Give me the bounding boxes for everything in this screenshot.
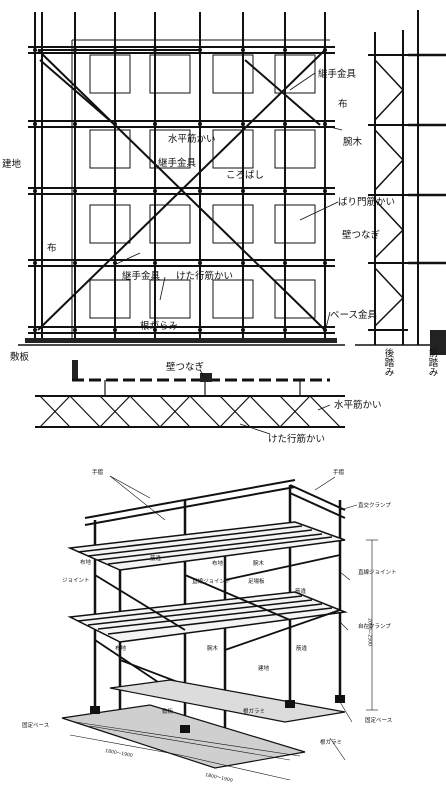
- label-joint-left: ジョイント: [62, 578, 90, 584]
- label-ketayuki-sujikai: けた行筋かい: [176, 270, 233, 282]
- label-kotei-base-right: 固定ベース: [365, 716, 392, 724]
- label-mae-suji: 前踏み: [427, 347, 439, 376]
- label-tesuri-right: 手摺: [333, 468, 345, 476]
- top-leaders: [113, 72, 343, 329]
- label-chokko-clamp: 直交クランプ: [358, 501, 391, 509]
- sill-board: [18, 338, 345, 346]
- label-kabetsunagi: 壁つなぎ: [166, 361, 205, 373]
- label-tsugite-kanagu-top: 継手金具: [318, 68, 357, 80]
- label-korobashi: ころばし: [226, 170, 264, 181]
- middle-plan: 壁つなぎ 水平筋かい けた行筋かい: [35, 360, 382, 445]
- iso-leaders: [109, 475, 358, 761]
- diagonal-bracing: [37, 49, 326, 331]
- dimension-length-1: 1800〜1900: [105, 748, 134, 759]
- label-kabetsunagi-side: 壁つなぎ: [342, 229, 381, 241]
- bottom-isometric: 手摺 手摺 直交クランプ 布地 筋違 布地 腕木 ジョイント 直線ジョイント 足…: [22, 468, 397, 784]
- plan-braces: [39, 395, 341, 428]
- label-haribiki-sujikai: ばり門筋かい: [338, 196, 395, 208]
- clamps: [33, 48, 327, 332]
- label-sujikai-lower: 筋違: [296, 644, 308, 652]
- label-shikiita: 敷板: [10, 351, 30, 363]
- label-nuno-left: 布: [47, 242, 57, 254]
- label-chokusen-joint-right: 直線ジョイント: [358, 568, 397, 576]
- label-shikiita-iso: 敷板: [162, 707, 174, 715]
- label-udegi-lower: 腕木: [207, 644, 219, 652]
- iso-deck-lower: [67, 591, 348, 643]
- label-nunoji-left: 布地: [80, 558, 92, 566]
- label-tatechi-iso: 建地: [258, 664, 270, 672]
- label-kotei-base-left: 固定ベース: [22, 721, 49, 729]
- dimension-length-2: 1800〜1900: [205, 772, 234, 784]
- label-nuno-top: 布: [338, 98, 348, 110]
- label-ushiro-suji: 後踏み: [383, 347, 395, 376]
- label-negaramimi: 根がらみ: [140, 320, 178, 332]
- iso-dimensions: [69, 539, 378, 781]
- side-section: [355, 10, 446, 355]
- plan-rails: [35, 395, 345, 428]
- label-tsugite-kanagu-low: 継手金具: [122, 270, 161, 282]
- label-chokusen-joint: 直線ジョイント: [192, 577, 231, 585]
- label-sujikai-right: 筋違: [295, 587, 307, 595]
- iso-guard-rails: [84, 479, 346, 526]
- iso-base: [61, 679, 346, 769]
- wall-line: [72, 360, 330, 382]
- label-base-kanagu: ベース金具: [330, 309, 378, 321]
- plan-leaders: [199, 369, 331, 435]
- plan-ties: [104, 380, 301, 396]
- ledgers: [28, 46, 335, 334]
- label-suihei-sujikai-plan: 水平筋かい: [334, 399, 382, 411]
- label-sujikai-left: 筋違: [150, 554, 162, 562]
- building-windows: [89, 54, 316, 319]
- label-nunoji-lower: 布地: [115, 644, 127, 652]
- label-tesuri-left: 手摺: [92, 468, 104, 476]
- label-udegi-top: 腕木: [253, 559, 265, 567]
- top-elevation: 継手金具 布 水平筋かい 継手金具 腕木 建地 ころばし ばり門筋かい 壁つなぎ…: [2, 10, 446, 377]
- label-suihei-sujikai: 水平筋かい: [168, 133, 216, 145]
- dimension-height: 2000〜2500: [367, 618, 373, 646]
- label-jiyu-clamp: 自在クランプ: [358, 622, 391, 630]
- label-nunoji-center: 布地: [212, 559, 224, 567]
- standards: [34, 12, 326, 340]
- label-kokyakuzai: 足場板: [248, 577, 265, 585]
- label-ketayuki-sujikai-plan: けた行筋かい: [268, 433, 325, 445]
- label-negarami-center: 根ガラミ: [243, 707, 265, 715]
- iso-deck-upper: [67, 521, 346, 571]
- label-negarami-right: 根ガラミ: [320, 738, 342, 746]
- label-tatechi: 建地: [2, 158, 22, 170]
- label-udegi: 腕木: [343, 136, 363, 148]
- label-tsugite-kanagu-mid: 継手金具: [158, 157, 197, 169]
